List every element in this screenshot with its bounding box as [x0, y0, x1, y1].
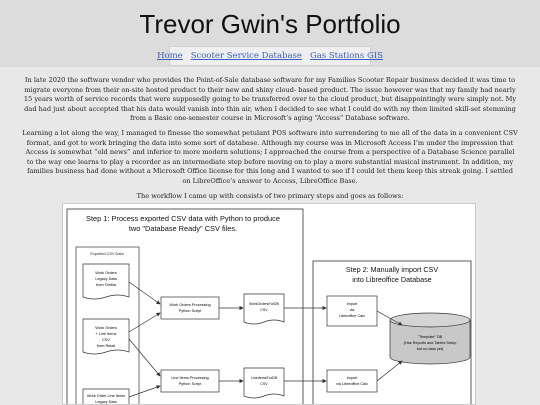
proc2-line2: Python Script: [179, 382, 203, 386]
doc3-line1: Work Order Line Items: [87, 394, 125, 398]
nav-link-scooter-service-database[interactable]: Scooter Service Database: [190, 51, 302, 61]
article-content: In late 2020 the software vendor who pro…: [0, 76, 540, 206]
proc1-line2: Python Script: [179, 309, 203, 313]
arrow-doc2-to-proc1: [128, 312, 161, 333]
import2-line2: via Libreoffice Calc: [336, 382, 368, 386]
arrow-import1-to-db: [376, 310, 403, 326]
doc3-line2: Legacy Data: [95, 400, 117, 404]
site-title: Trevor Gwin's Portfolio: [139, 9, 401, 39]
line-items-for-db-csv: [243, 367, 285, 399]
import1-line1: Import: [347, 302, 359, 306]
work-orders-for-db-csv: [243, 293, 285, 325]
site-header: Trevor Gwin's Portfolio Home Scooter Ser…: [0, 0, 540, 67]
db-line1: "Template" DB: [418, 335, 443, 339]
workflow-diagram-svg: Step 1: Process exported CSV data with P…: [66, 208, 472, 404]
workflow-intro-paragraph: The workflow I came up with consists of …: [136, 191, 404, 200]
process-paragraph: Learning a lot along the way, I managed …: [22, 128, 518, 185]
workflow-diagram: Step 1: Process exported CSV data with P…: [62, 203, 476, 405]
arrow-doc1-to-proc1: [128, 281, 161, 305]
doc2-line2: + Line Items: [96, 332, 117, 336]
nav-link-home[interactable]: Home: [157, 51, 183, 61]
step2-title-line2: into Libreoffice Database: [352, 275, 431, 284]
out2-line1: LineItemsForDB: [251, 376, 278, 380]
doc2-line3: CSV: [102, 338, 110, 342]
proc2-line1: Line Items Processing: [171, 376, 208, 380]
work-orders-legacy-document: [82, 263, 130, 300]
arrow-doc2-to-proc2: [128, 338, 161, 377]
doc2-line1: Work Orders: [95, 326, 117, 330]
arrow-doc3-to-proc2: [128, 385, 161, 398]
out2-line2: CSV: [260, 382, 268, 386]
nav-bar: Home Scooter Service Database Gas Statio…: [157, 46, 383, 66]
import1-line3: Libreoffice Calc: [339, 314, 365, 318]
work-orders-processing-script: [160, 296, 220, 320]
import2-line1: Import: [347, 376, 359, 380]
doc1-line2: Legacy Data: [95, 277, 117, 281]
doc1-line1: Work Orders: [95, 271, 117, 275]
work-order-line-items-legacy-document: [82, 388, 130, 404]
exported-csv-label: Exported CSV Data: [90, 252, 124, 256]
db-line3: but no data yet): [417, 347, 444, 351]
intro-paragraph: In late 2020 the software vendor who pro…: [23, 76, 517, 123]
out1-line2: CSV: [260, 308, 268, 312]
template-database-cylinder: [389, 312, 471, 365]
import1-line2: via: [350, 308, 356, 312]
doc1-line3: from Ombla: [96, 283, 117, 287]
out1-line1: WorkOrdersForDB: [249, 302, 279, 306]
step2-title-line1: Step 2: Manually import CSV: [346, 265, 438, 274]
arrow-import2-to-db: [376, 360, 403, 382]
line-items-processing-script: [160, 369, 220, 393]
doc2-line4: from Retail: [97, 344, 116, 348]
db-line2: (Has Reports and Tables Setup: [404, 341, 457, 345]
import-calc-box-2: [326, 369, 378, 393]
proc1-line1: Work Orders Processing: [169, 303, 210, 307]
nav-link-gas-stations-gis[interactable]: Gas Stations GIS: [309, 51, 383, 61]
step1-title-line2: two "Database Ready" CSV files.: [129, 224, 237, 233]
step1-title-line1: Step 1: Process exported CSV data with P…: [86, 214, 280, 223]
work-orders-line-items-document: [82, 318, 130, 355]
